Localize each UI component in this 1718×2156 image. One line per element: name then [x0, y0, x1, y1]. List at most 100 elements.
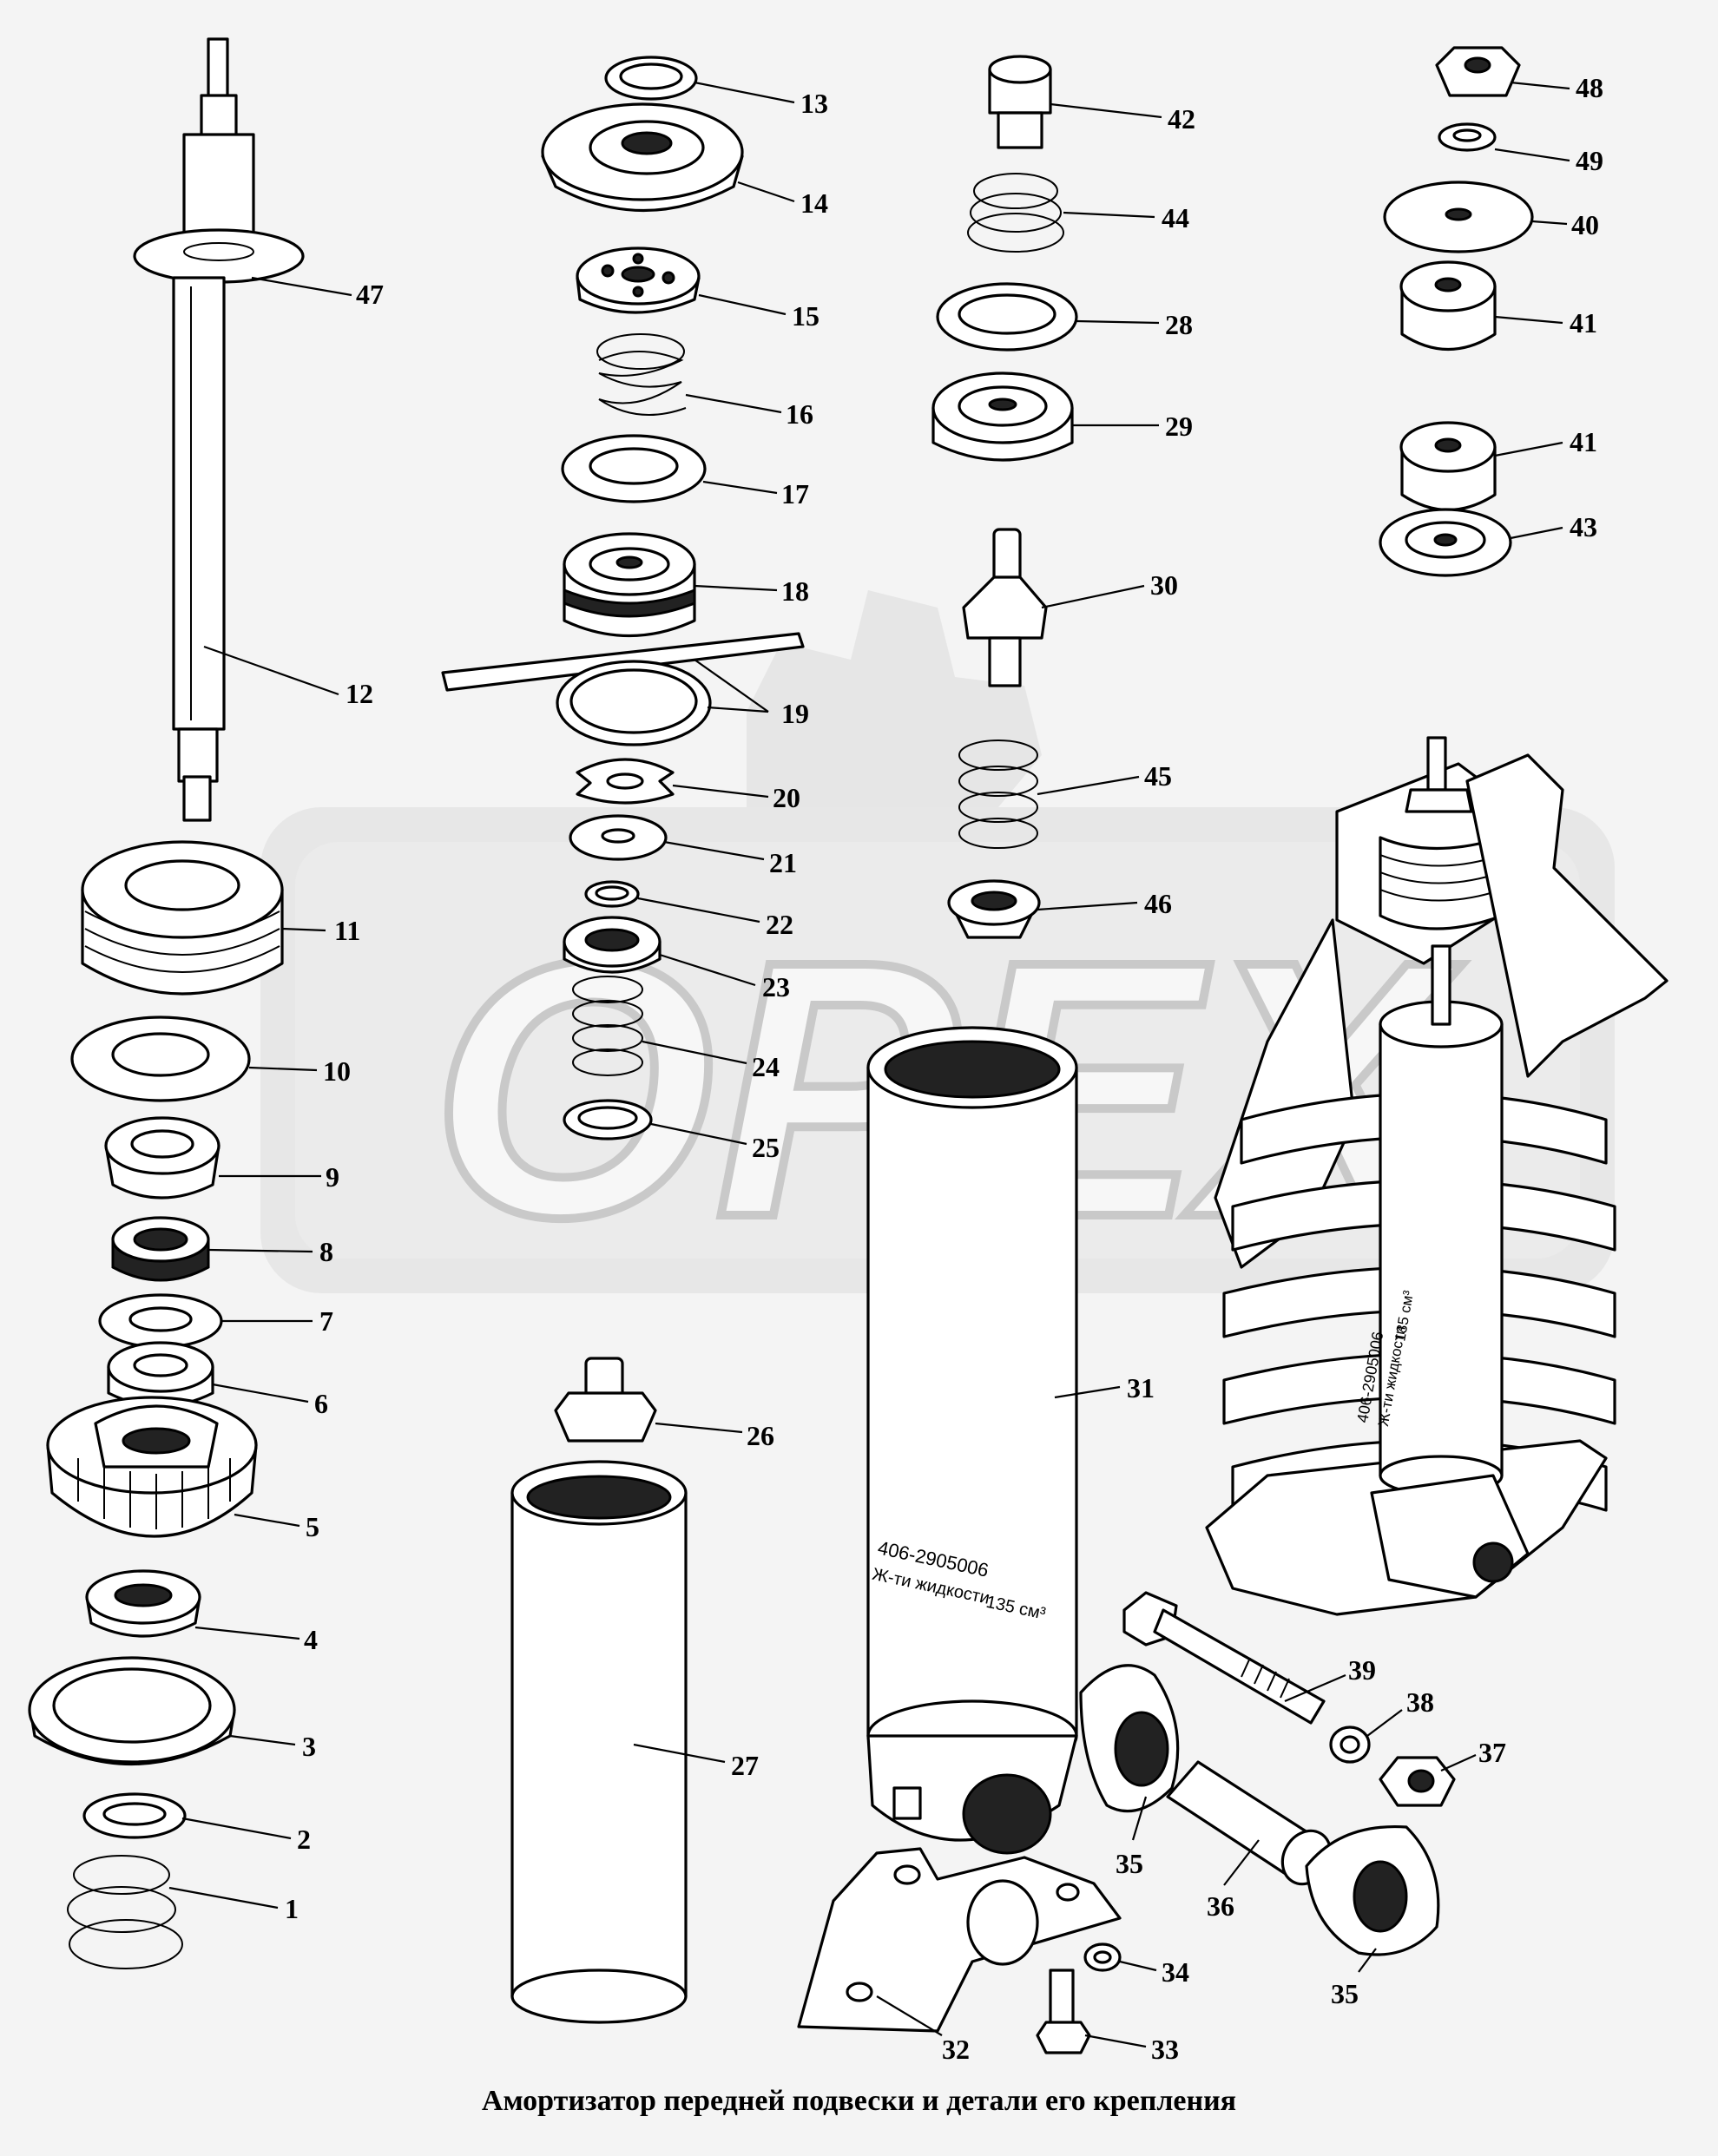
callout-23: 23 — [762, 971, 790, 1002]
callout-20: 20 — [773, 782, 800, 813]
callout-2: 2 — [297, 1824, 311, 1855]
part-13-ring — [604, 56, 698, 101]
part-10-washer — [70, 1016, 251, 1102]
part-36-sleeve — [1166, 1760, 1333, 1886]
part-44-spring — [967, 173, 1064, 253]
part-26-fitting — [554, 1357, 657, 1443]
part-45-spring — [958, 739, 1038, 849]
part-34-lockwasher — [1083, 1942, 1122, 1972]
part-46-cup — [947, 879, 1041, 939]
callout-41b: 41 — [1570, 426, 1597, 457]
callout-24: 24 — [752, 1051, 780, 1082]
part-48-nut — [1435, 46, 1521, 97]
part-30-valve-body — [962, 528, 1048, 687]
callout-40: 40 — [1571, 209, 1599, 240]
callout-34: 34 — [1162, 1956, 1189, 1988]
part-29-valve — [931, 371, 1074, 462]
callout-38: 38 — [1406, 1686, 1434, 1718]
part-33-bolt — [1036, 1969, 1091, 2054]
callout-13: 13 — [800, 88, 828, 119]
callout-28: 28 — [1165, 309, 1193, 340]
part-47-washer — [133, 37, 305, 284]
part-2-ring — [82, 1792, 187, 1839]
part-1-spring-ring — [67, 1855, 183, 1969]
part-5-housing — [46, 1396, 258, 1538]
part-4-seal — [85, 1569, 201, 1638]
callout-8: 8 — [319, 1236, 333, 1267]
diagram-caption: Амортизатор передней подвески и детали е… — [481, 2085, 1237, 2117]
callout-35a: 35 — [1116, 1848, 1143, 1879]
part-49-washer — [1438, 122, 1497, 152]
part-31-reservoir: 406-2905006 Ж-ти жидкости 135 см³ — [866, 1026, 1078, 1855]
part-19-rings — [441, 632, 805, 746]
callout-10: 10 — [323, 1055, 351, 1087]
callout-19: 19 — [781, 698, 809, 729]
part-6-ring — [107, 1341, 214, 1408]
callout-42: 42 — [1168, 103, 1195, 135]
callout-36: 36 — [1207, 1890, 1234, 1922]
part-41b-cushion — [1399, 421, 1497, 511]
part-23-seat — [563, 916, 662, 974]
part-9-bushing — [104, 1116, 221, 1200]
callout-4: 4 — [304, 1624, 318, 1655]
callout-12: 12 — [346, 678, 373, 709]
callout-7: 7 — [319, 1305, 333, 1337]
callout-47: 47 — [356, 279, 384, 310]
callout-21: 21 — [769, 847, 797, 878]
callout-33: 33 — [1151, 2034, 1179, 2065]
callout-22: 22 — [766, 909, 793, 940]
callout-25: 25 — [752, 1132, 780, 1163]
callout-layer: 47 12 11 10 9 8 7 6 5 4 3 2 1 13 14 15 1 — [168, 72, 1603, 2065]
callout-44: 44 — [1162, 202, 1189, 233]
part-20-star-washer — [576, 758, 675, 805]
callout-14: 14 — [800, 187, 828, 219]
part-39-bolt — [1122, 1591, 1326, 1725]
callout-29: 29 — [1165, 411, 1193, 442]
callout-35b: 35 — [1331, 1978, 1359, 2009]
callout-49: 49 — [1576, 145, 1603, 176]
part-25-ring — [563, 1099, 653, 1140]
callout-37: 37 — [1478, 1737, 1506, 1768]
callout-16: 16 — [786, 398, 813, 430]
part-3-ring — [28, 1656, 236, 1766]
part-42-bushing — [988, 55, 1052, 149]
part-37-nut — [1379, 1756, 1456, 1807]
part-21-washer — [569, 814, 668, 861]
part-14-cup — [541, 102, 744, 212]
callout-30: 30 — [1150, 569, 1178, 601]
part-35b-bushing — [1305, 1824, 1440, 1956]
part-28-washer — [936, 282, 1078, 352]
part-18-valve — [563, 532, 696, 637]
part-35a-bushing — [1079, 1664, 1180, 1813]
part-27-cylinder — [510, 1460, 688, 2024]
callout-11: 11 — [334, 915, 360, 946]
callout-27: 27 — [731, 1750, 759, 1781]
strut-assembly: 406-2905006 Ж-ти жидкости 135 см³ — [1205, 736, 1669, 1616]
part-11-guide-nut — [81, 840, 284, 996]
part-32-bracket — [797, 1847, 1122, 2033]
callout-15: 15 — [792, 300, 820, 332]
part-24-spring — [572, 976, 643, 1076]
callout-31: 31 — [1127, 1372, 1155, 1403]
part-8-seal — [111, 1216, 210, 1282]
part-22-ring — [584, 880, 640, 908]
callout-26: 26 — [747, 1420, 774, 1451]
callout-6: 6 — [314, 1388, 328, 1419]
callout-5: 5 — [306, 1511, 319, 1542]
callout-3: 3 — [302, 1731, 316, 1762]
part-15-disc — [576, 246, 701, 314]
part-12-rod — [172, 276, 226, 822]
part-16-spring — [596, 333, 687, 416]
part-41a-cushion — [1399, 260, 1497, 351]
callout-43: 43 — [1570, 511, 1597, 542]
callout-32: 32 — [942, 2034, 970, 2065]
callout-9: 9 — [326, 1161, 339, 1193]
part-17-washer — [561, 434, 707, 503]
callout-1: 1 — [285, 1893, 299, 1924]
callout-46: 46 — [1144, 888, 1172, 919]
part-43-cup — [1379, 508, 1512, 577]
callout-41a: 41 — [1570, 307, 1597, 339]
part-38-lockwasher — [1329, 1725, 1371, 1764]
callout-45: 45 — [1144, 760, 1172, 792]
